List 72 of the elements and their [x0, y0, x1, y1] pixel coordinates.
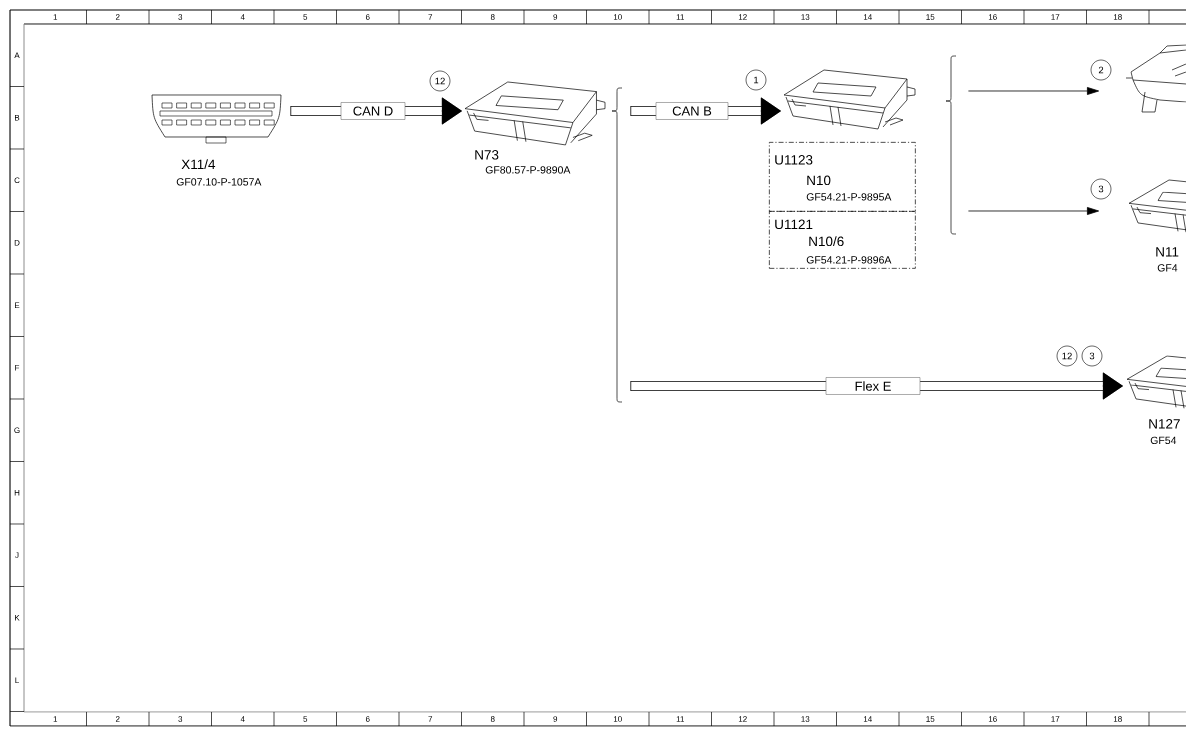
- column-number: 12: [738, 716, 747, 722]
- document-number: GF80.57-P-9890A: [485, 166, 571, 174]
- column-number: 18: [1113, 14, 1122, 20]
- column-number: 9: [553, 716, 558, 722]
- dashed-box: U1123 N10 GF54.21-P-9895A: [769, 142, 916, 212]
- column-number: 2: [115, 716, 120, 722]
- dashed-box: U1121 N10/6 GF54.21-P-9896A: [769, 211, 916, 269]
- bus-label: Flex E: [825, 377, 921, 395]
- column-number: 16: [988, 14, 997, 20]
- column-number: 14: [863, 716, 872, 722]
- callout-number: 1: [745, 69, 767, 91]
- row-letter: K: [15, 615, 20, 621]
- column-number: 3: [178, 14, 183, 20]
- document-number: GF07.10-P-1057A: [176, 178, 262, 186]
- column-number: 9: [553, 14, 558, 20]
- column-number: 16: [988, 716, 997, 722]
- arrow: [968, 207, 1100, 215]
- part-code: X11/4: [181, 159, 216, 170]
- column-number: 3: [178, 716, 183, 722]
- column-number: 15: [926, 14, 935, 20]
- callout-number: 12: [1056, 345, 1078, 367]
- bus-label: CAN D: [340, 102, 406, 120]
- column-number: 13: [801, 14, 810, 20]
- row-letter: E: [15, 302, 20, 308]
- column-number: 4: [240, 716, 245, 722]
- callout-number: 2: [1090, 59, 1112, 81]
- column-number: 1: [53, 14, 58, 20]
- row-letter: J: [15, 552, 19, 559]
- column-number: 14: [863, 14, 872, 20]
- column-number: 8: [490, 14, 495, 20]
- column-number: 4: [240, 14, 245, 20]
- column-number: 6: [365, 716, 370, 722]
- brace: [611, 87, 623, 403]
- column-number: 7: [428, 716, 433, 722]
- callout-number: 3: [1081, 345, 1103, 367]
- part-code: N127: [1149, 419, 1180, 429]
- brace: [945, 55, 957, 235]
- column-number: 5: [303, 716, 308, 722]
- row-letter: L: [15, 677, 19, 683]
- column-number: 15: [926, 716, 935, 722]
- column-number: 12: [738, 14, 747, 20]
- column-number: 10: [613, 14, 622, 20]
- module-drawing: [783, 69, 916, 130]
- document-number: GF4: [1157, 264, 1178, 272]
- callout-number: 12: [429, 70, 451, 92]
- row-letter: H: [14, 490, 20, 496]
- part-code: N11: [1156, 247, 1179, 257]
- part-code: N73: [475, 150, 499, 160]
- column-number: 2: [115, 14, 120, 20]
- document-number: GF54: [1150, 436, 1177, 445]
- column-number: 17: [1051, 716, 1060, 722]
- row-letter: C: [14, 177, 20, 184]
- column-number: 10: [613, 716, 622, 722]
- arrow: [968, 87, 1100, 95]
- column-number: 17: [1051, 14, 1060, 20]
- row-letter: D: [14, 240, 20, 246]
- callout-number: 3: [1090, 178, 1112, 200]
- column-number: 1: [53, 716, 58, 722]
- column-number: 7: [428, 14, 433, 20]
- column-number: 8: [490, 716, 495, 722]
- row-letter: G: [14, 427, 20, 434]
- column-number: 6: [365, 14, 370, 20]
- module-drawing: [1125, 44, 1186, 113]
- row-letter: B: [15, 115, 20, 121]
- column-number: 18: [1113, 716, 1122, 722]
- column-number: 11: [676, 14, 684, 20]
- column-number: 11: [676, 716, 684, 722]
- row-letter: A: [14, 52, 20, 58]
- row-letter: F: [15, 365, 20, 371]
- bus-label: CAN B: [655, 102, 729, 120]
- column-number: 5: [303, 14, 308, 20]
- column-number: 13: [801, 716, 810, 722]
